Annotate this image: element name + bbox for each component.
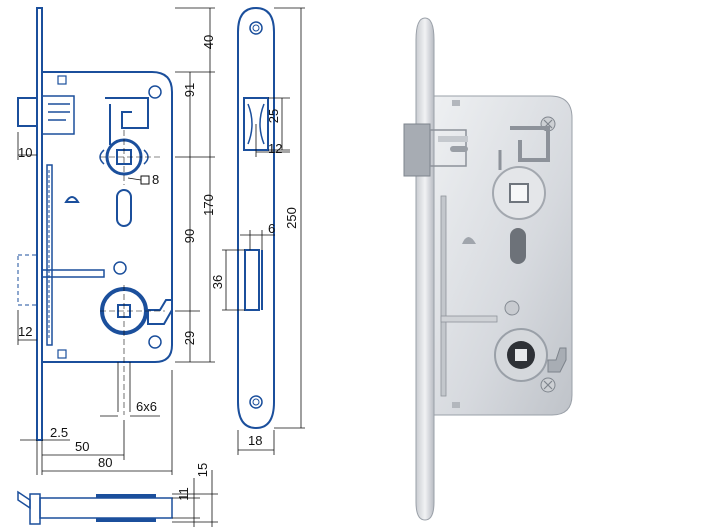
dim-25: 25 — [266, 109, 281, 123]
dim-50: 50 — [75, 439, 89, 454]
front-view — [17, 7, 173, 441]
front-dimensions: 40 91 170 90 29 10 12 8 6x6 2.5 50 80 — [17, 7, 216, 475]
dim-36: 36 — [210, 275, 225, 289]
dim-170: 170 — [201, 194, 216, 216]
faceplate-front — [237, 6, 275, 430]
dim-6: 6 — [268, 221, 275, 236]
lock-photo — [403, 17, 573, 521]
side-dimensions: 250 25 12 6 36 18 — [210, 7, 305, 455]
dim-90: 90 — [182, 229, 197, 243]
bolt-arm — [41, 269, 105, 278]
dim-6x6: 6x6 — [136, 399, 157, 414]
dim-12-latch: 12 — [268, 141, 282, 156]
spring-lever — [105, 97, 149, 129]
dim-250: 250 — [284, 207, 299, 229]
dim-12-bolt: 12 — [18, 324, 32, 339]
latch — [17, 97, 38, 127]
dim-80: 80 — [98, 455, 112, 470]
bolt-window — [244, 249, 260, 311]
key-tongue — [147, 299, 173, 325]
case-outline — [41, 71, 173, 363]
dim-8: 8 — [152, 172, 159, 187]
screw-top-left — [57, 75, 67, 85]
dim-2-5: 2.5 — [50, 425, 68, 440]
bottom-screw-hole — [249, 395, 263, 409]
dim-18: 18 — [248, 433, 262, 448]
keyhole-slot — [116, 189, 132, 227]
latch-housing — [41, 95, 75, 135]
photo-faceplate — [415, 17, 435, 521]
top-screw-hole — [249, 21, 263, 35]
bolt-bar — [46, 164, 53, 346]
dim-10: 10 — [18, 145, 32, 160]
side-view — [237, 6, 275, 430]
dim-29: 29 — [182, 331, 197, 345]
dim-40: 40 — [201, 35, 216, 49]
photo-latch — [403, 123, 431, 177]
dim-11: 11 — [176, 487, 191, 501]
screw-bottom-right — [148, 335, 162, 349]
dim-15: 15 — [195, 463, 210, 477]
dim-91: 91 — [182, 83, 197, 97]
screw-bottom-left — [57, 349, 67, 359]
detent — [64, 196, 80, 203]
photo-slot — [510, 228, 526, 264]
bolt-dashed — [17, 254, 38, 306]
bottom-view: 11 15 — [17, 463, 218, 527]
screw-top-right — [148, 85, 162, 99]
